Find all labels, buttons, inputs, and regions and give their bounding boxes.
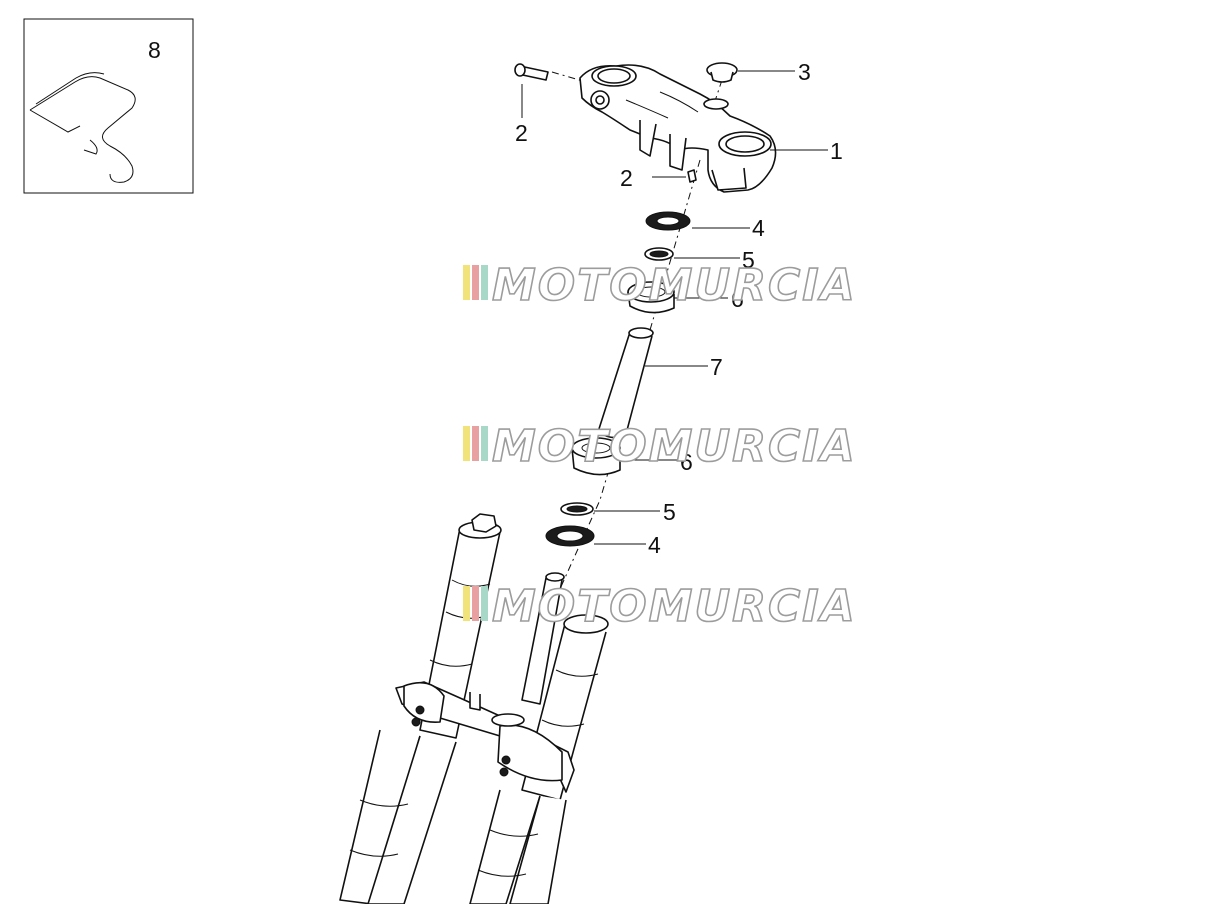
washer-upper — [645, 211, 750, 231]
watermark-stripes — [463, 265, 488, 300]
wm-stripe-red — [472, 265, 479, 300]
wm-stripe-yellow — [463, 265, 470, 300]
label-part-4-upper: 4 — [752, 215, 765, 241]
watermark-text: MOTOMURCIA — [492, 421, 857, 472]
label-part-1: 1 — [830, 138, 843, 164]
inset-box-part-8: 8 — [23, 18, 194, 194]
label-part-2-upper: 2 — [515, 120, 528, 146]
watermark-3: MOTOMURCIA — [463, 580, 857, 633]
label-part-8: 8 — [148, 37, 161, 63]
washer-lower — [545, 525, 646, 547]
label-part-6-upper: 6 — [731, 286, 744, 312]
cap-axis — [711, 79, 723, 111]
wm-stripe-yellow — [463, 586, 470, 621]
wm-stripe-teal — [481, 265, 488, 300]
wm-stripe-teal — [481, 426, 488, 461]
label-part-4-lower: 4 — [648, 532, 661, 558]
upper-triple-clamp — [579, 64, 828, 193]
watermark-1: MOTOMURCIA — [463, 259, 857, 312]
wm-stripe-teal — [481, 586, 488, 621]
cable-guide-wire — [29, 76, 136, 183]
watermark-stripes — [463, 586, 488, 621]
watermark-2: MOTOMURCIA — [463, 420, 857, 473]
fork-assembly — [339, 513, 609, 904]
bolt-upper — [514, 63, 549, 118]
wm-stripe-red — [472, 426, 479, 461]
label-part-7: 7 — [710, 354, 723, 380]
watermark-stripes — [463, 426, 488, 461]
label-part-6-lower: 6 — [680, 449, 693, 475]
steering-tube — [597, 327, 708, 439]
ring-lower — [560, 502, 660, 516]
ring-upper — [644, 247, 740, 261]
watermark-text: MOTOMURCIA — [492, 581, 857, 632]
bolt-lower — [652, 169, 697, 183]
label-part-2-lower: 2 — [620, 165, 633, 191]
label-part-5-lower: 5 — [663, 499, 676, 525]
wm-stripe-red — [472, 586, 479, 621]
wm-stripe-yellow — [463, 426, 470, 461]
label-part-5-upper: 5 — [742, 247, 755, 273]
bearing-upper — [627, 281, 728, 314]
watermark-text: MOTOMURCIA — [492, 260, 857, 311]
bearing-lower — [571, 437, 678, 476]
label-part-3: 3 — [798, 59, 811, 85]
assembly-axis — [554, 159, 701, 601]
cap-plug — [706, 62, 795, 83]
